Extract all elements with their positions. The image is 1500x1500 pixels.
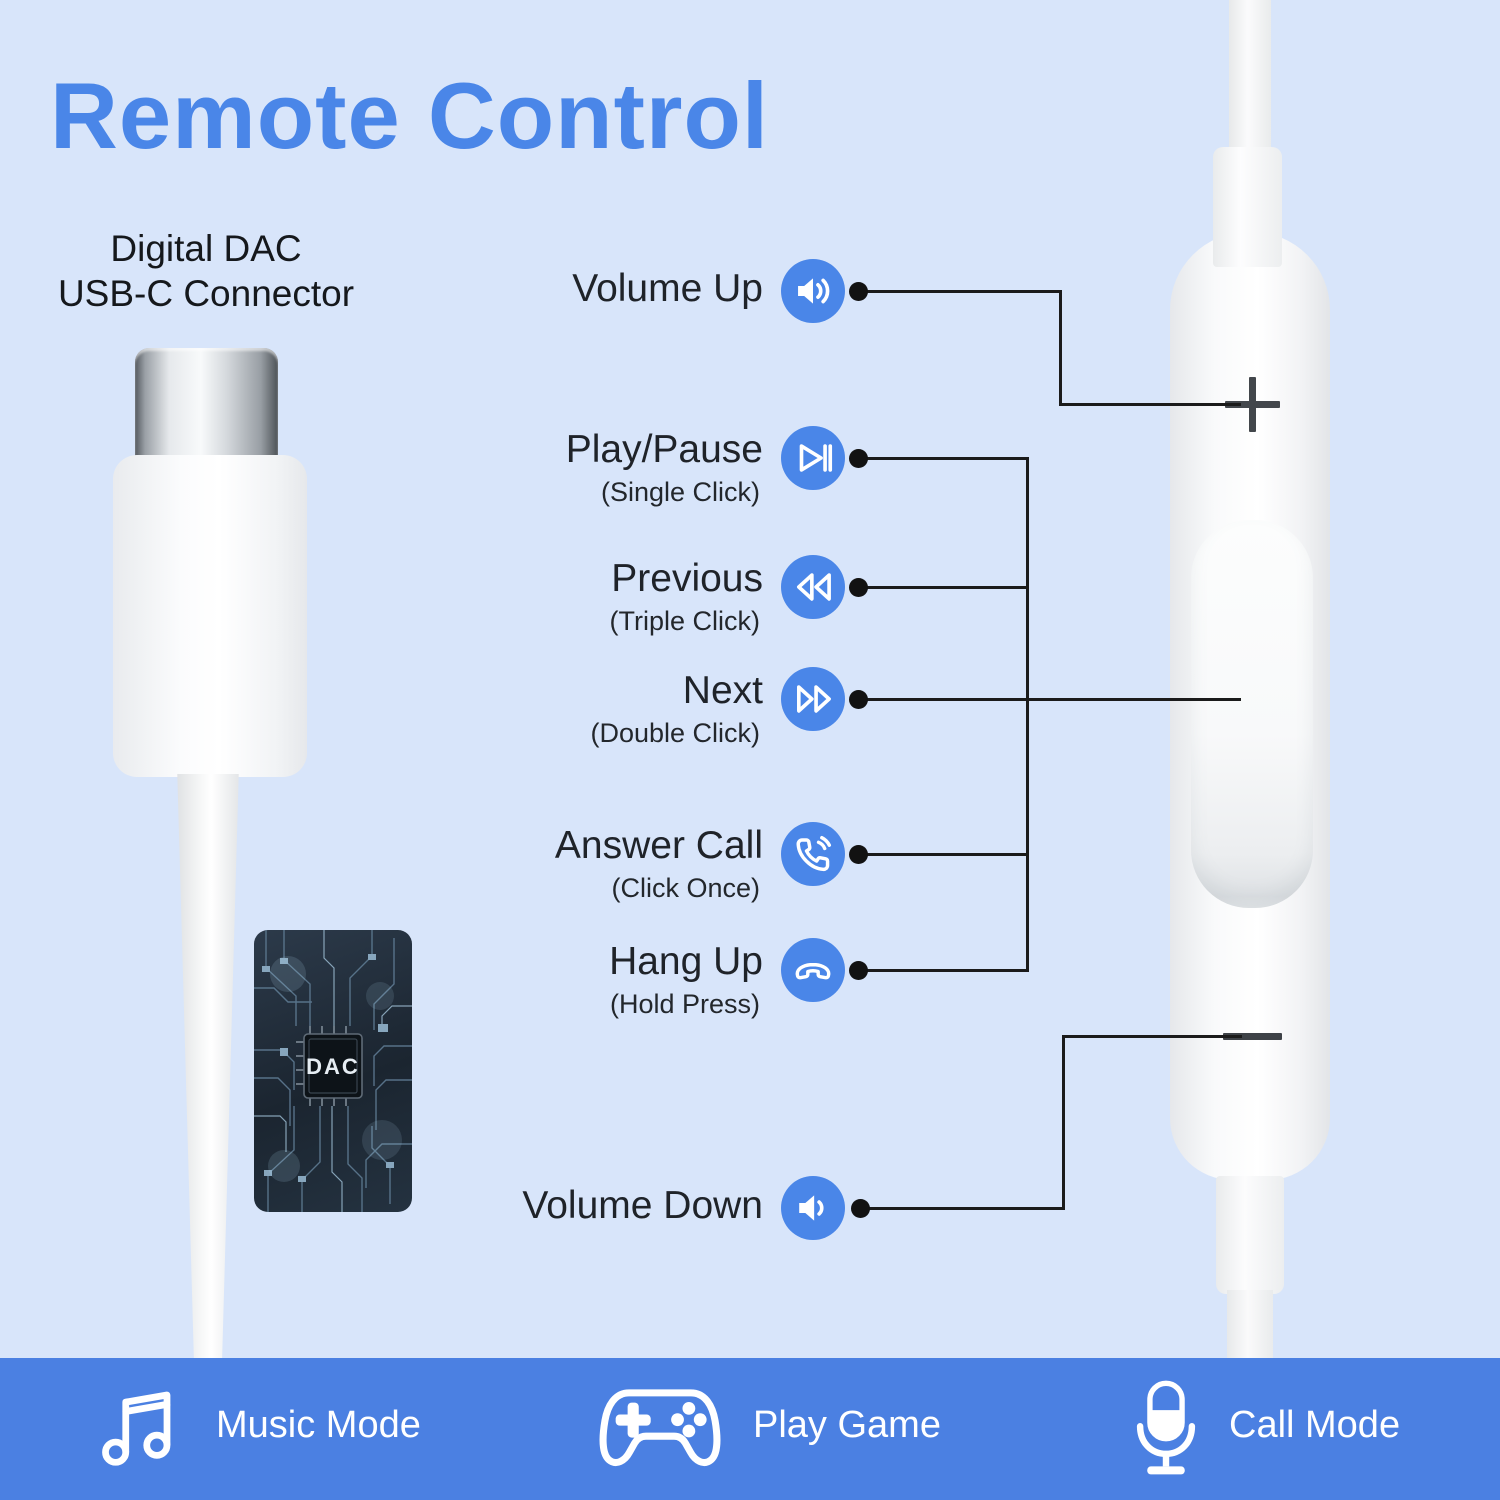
function-label-volume-down: Volume Down [522,1184,763,1227]
function-sublabel-play-pause: (Single Click) [600,477,760,507]
usb-c-cable [177,774,239,1360]
hang-up-icon [781,938,845,1002]
callout-dot [849,845,868,864]
minus-marking [1223,1033,1282,1040]
answer-call-icon [781,822,845,886]
music-note-icon [102,1391,171,1466]
callout-dot [849,961,868,980]
connector-label-line2: USB-C Connector [57,273,355,314]
gamepad-icon [599,1389,721,1466]
callout-line-volume-down [1062,1035,1065,1210]
remote-top-sleeve [1213,147,1282,267]
plus-marking [1249,377,1256,432]
function-sublabel-previous: (Triple Click) [609,606,761,636]
function-sublabel-next: (Double Click) [590,718,760,748]
mode-label-game: Play Game [753,1404,941,1446]
callout-dot [849,578,868,597]
callout-dot [849,449,868,468]
volume-down-icon [781,1176,845,1240]
callout-line-volume-up [858,290,1062,293]
callout-line-next [858,698,1241,701]
callout-line-volume-down [1062,1035,1242,1038]
function-sublabel-answer-call: (Click Once) [611,873,760,903]
callout-line-volume-up [1059,403,1241,406]
callout-dot [849,282,868,301]
mode-bar: Music Mode Play Game Call Mode [0,1358,1500,1500]
connector-label-line1: Digital DAC [110,228,302,269]
function-label-next: Next [682,669,763,712]
callout-dot [849,690,868,709]
play-pause-icon [781,426,845,490]
function-sublabel-hang-up: (Hold Press) [609,989,760,1019]
function-label-play-pause: Play/Pause [565,428,763,471]
chip-text: DAC [306,1054,360,1079]
callout-line-answer-call [858,853,1029,856]
dac-chip-label: DAC [306,1054,360,1079]
mode-label-music: Music Mode [216,1404,421,1446]
callout-line-trunk [1026,457,1029,972]
dac-chip [296,1026,363,1106]
function-label-answer-call: Answer Call [554,824,763,867]
function-label-hang-up: Hang Up [609,940,763,983]
callout-line-play-pause [858,457,1029,460]
callout-line-volume-down [860,1207,1065,1210]
function-label-volume-up: Volume Up [572,267,763,310]
usb-c-plug-tip [135,348,278,464]
microphone-icon [1136,1380,1196,1475]
volume-up-icon [781,259,845,323]
callout-line-previous [858,586,1029,589]
remote-bottom-sleeve [1216,1176,1284,1294]
circuit-traces [254,930,412,1212]
next-icon [781,667,845,731]
callout-line-hang-up [858,969,1029,972]
remote-cable-top [1229,0,1271,152]
remote-cable-bottom [1227,1290,1273,1362]
previous-icon [781,555,845,619]
dac-circuit-board: DAC [254,930,412,1212]
remote-center-button [1191,520,1313,908]
page-title: Remote Control [50,63,769,168]
usb-c-plug-body: DAC [113,455,412,1212]
callout-dot [851,1199,870,1218]
callout-line-volume-up [1059,290,1062,406]
function-label-previous: Previous [611,557,763,600]
mode-label-call: Call Mode [1229,1404,1401,1446]
connector-label: Digital DAC USB-C Connector [28,226,384,316]
